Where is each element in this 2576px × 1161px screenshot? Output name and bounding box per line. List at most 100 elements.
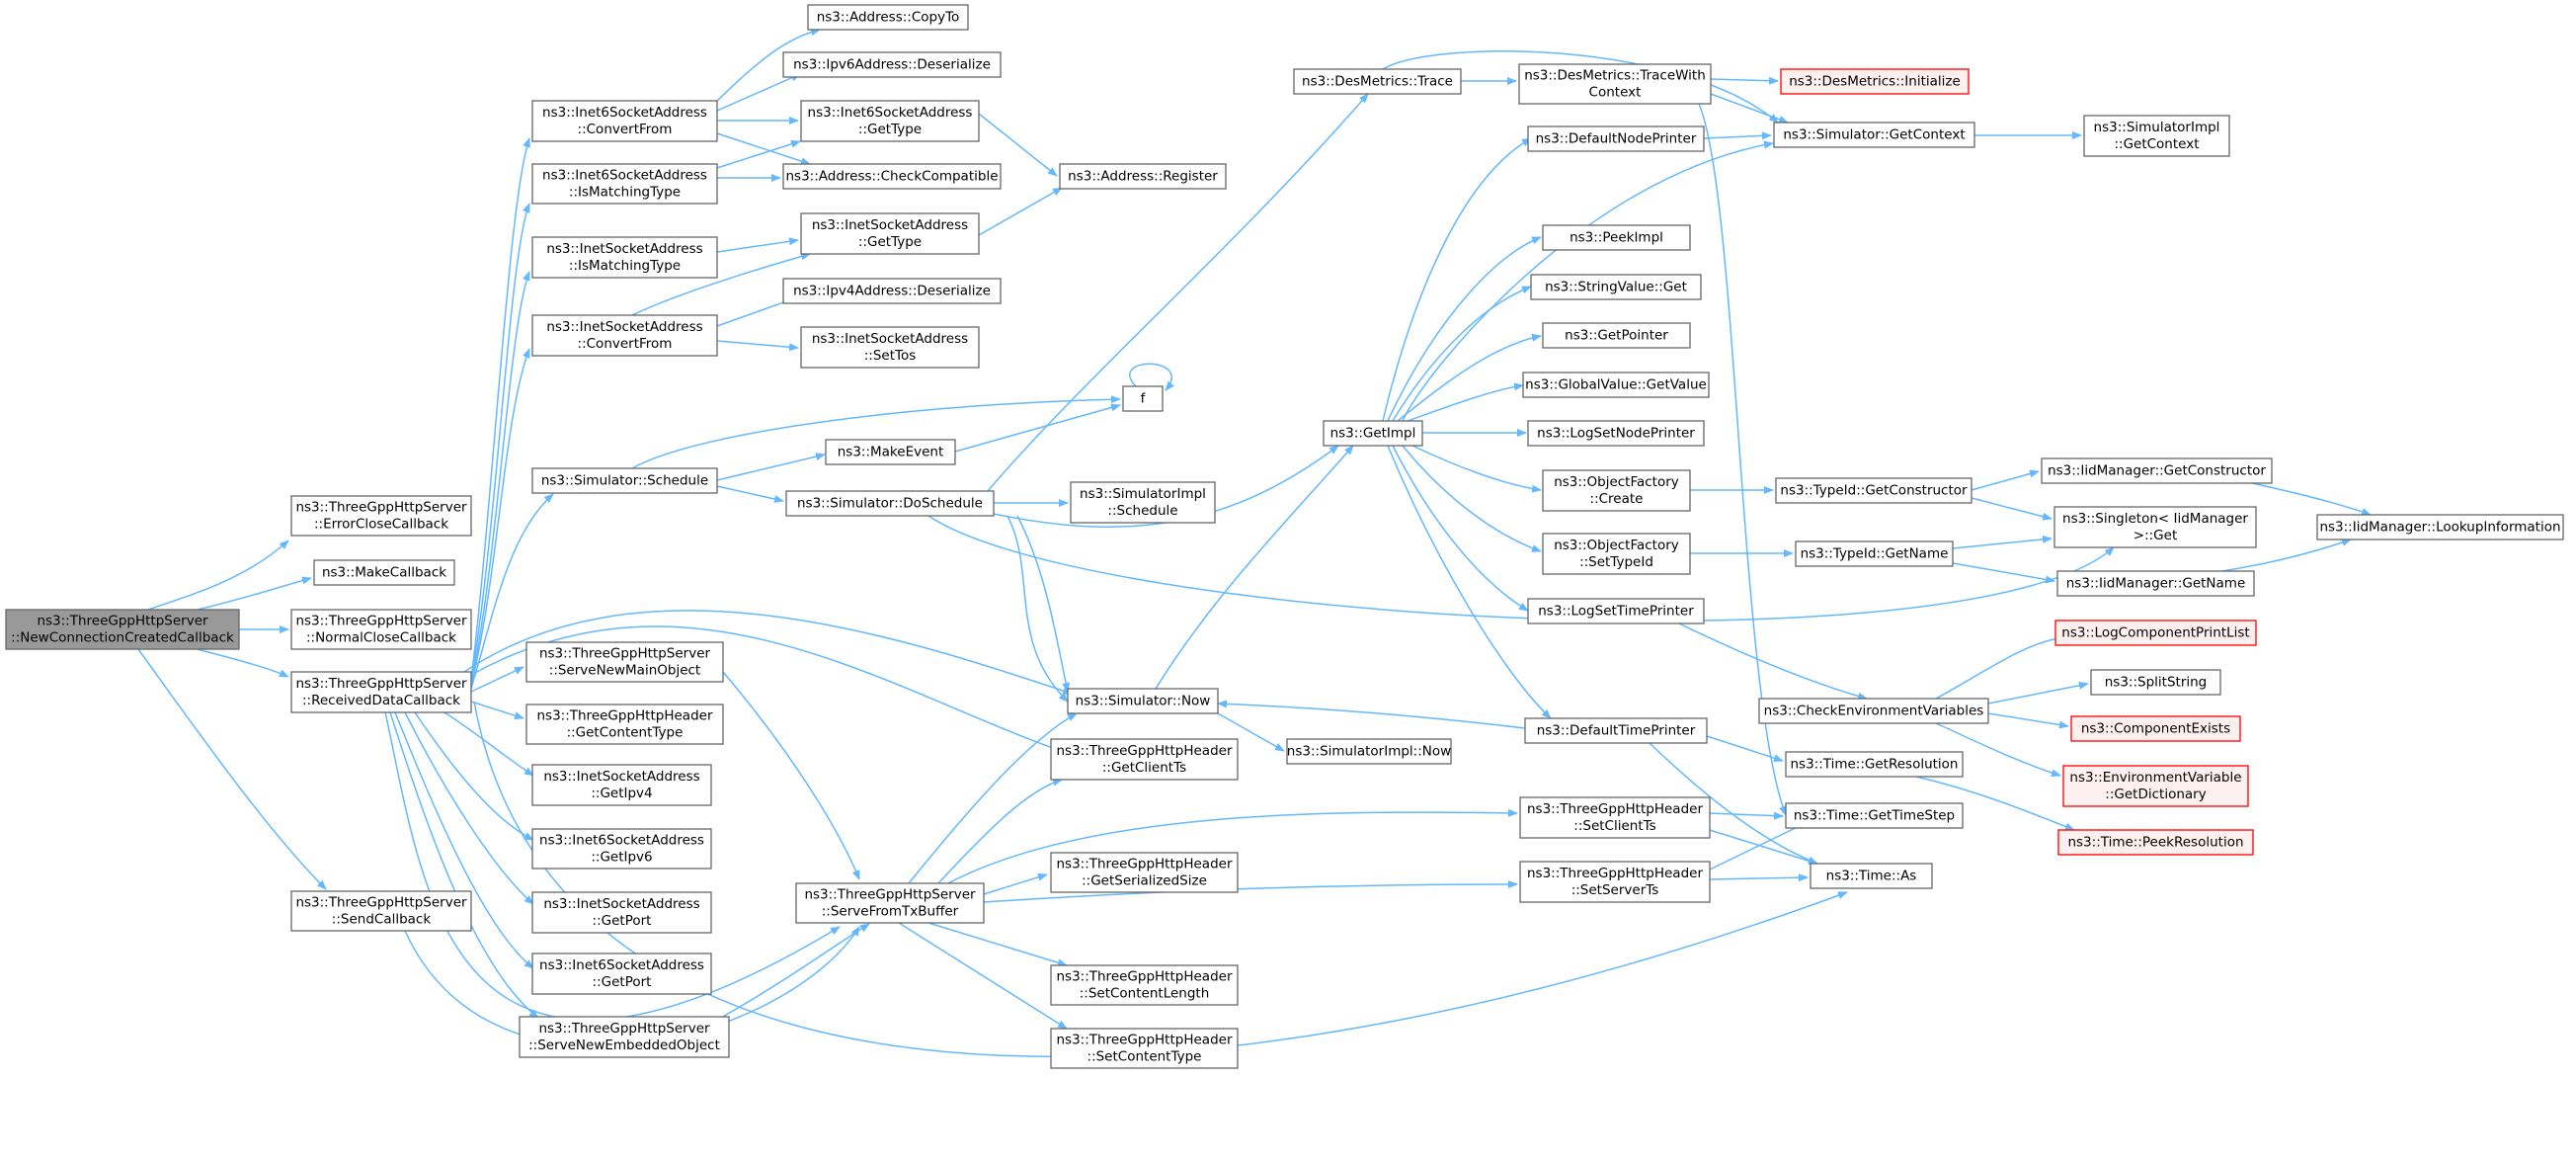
node-getpointer[interactable]: ns3::GetPointer xyxy=(1542,322,1691,349)
node-timegetstep[interactable]: ns3::Time::GetTimeStep xyxy=(1785,802,1964,829)
call-edge-to-timegetstep xyxy=(1709,811,1784,820)
node-setcontenttype[interactable]: ns3::ThreeGppHttpHeader::SetContentType xyxy=(1050,1028,1239,1069)
node-servefromtx[interactable]: ns3::ThreeGppHttpServer::ServeFromTxBuff… xyxy=(795,882,985,924)
call-edge-to-simsched xyxy=(470,493,554,690)
node-envvardict[interactable]: ns3::EnvironmentVariable::GetDictionary xyxy=(2062,765,2249,807)
node-box xyxy=(2090,669,2221,696)
node-serveembedded[interactable]: ns3::ThreeGppHttpServer::ServeNewEmbedde… xyxy=(519,1016,730,1058)
node-getipv4[interactable]: ns3::InetSocketAddress::GetIpv4 xyxy=(531,764,712,806)
node-normclose[interactable]: ns3::ThreeGppHttpServer::NormalCloseCall… xyxy=(290,609,472,650)
call-edge-to-iidmgrgetname xyxy=(1952,562,2055,584)
node-desmtrace[interactable]: ns3::DesMetrics::Trace xyxy=(1293,68,1462,95)
node-objfactsettype[interactable]: ns3::ObjectFactory::SetTypeId xyxy=(1542,533,1691,575)
node-label: ns3::IidManager::LookupInformation xyxy=(2319,520,2560,536)
node-box xyxy=(290,609,472,650)
node-logcomplist[interactable]: ns3::LogComponentPrintList xyxy=(2054,620,2257,646)
node-globalvalget[interactable]: ns3::GlobalValue::GetValue xyxy=(1522,372,1710,398)
node-logsettime[interactable]: ns3::LogSetTimePrinter xyxy=(1527,598,1705,624)
node-iconvert[interactable]: ns3::InetSocketAddress::ConvertFrom xyxy=(531,314,718,357)
node-iidmgrgetctor[interactable]: ns3::IidManager::GetConstructor xyxy=(2041,457,2273,484)
node-desminit[interactable]: ns3::DesMetrics::Initialize xyxy=(1780,68,1970,95)
node-recvdata[interactable]: ns3::ThreeGppHttpServer::ReceivedDataCal… xyxy=(290,671,472,713)
node-simgetctx[interactable]: ns3::Simulator::GetContext xyxy=(1773,122,1975,148)
node-getipv6[interactable]: ns3::Inet6SocketAddress::GetIpv6 xyxy=(531,828,712,870)
node-simnow[interactable]: ns3::Simulator::Now xyxy=(1067,688,1219,714)
node-label: ns3::ThreeGppHttpHeader xyxy=(1056,857,1232,872)
node-ipv4deser[interactable]: ns3::Ipv4Address::Deserialize xyxy=(782,278,1002,304)
node-f[interactable]: f xyxy=(1122,385,1164,412)
node-splitstring[interactable]: ns3::SplitString xyxy=(2090,669,2221,696)
node-label: ns3::ThreeGppHttpServer xyxy=(295,676,467,692)
node-label: ns3::Singleton< IidManager xyxy=(2062,511,2248,527)
node-getcontenttype[interactable]: ns3::ThreeGppHttpHeader::GetContentType xyxy=(525,704,724,745)
node-timeas[interactable]: ns3::Time::As xyxy=(1810,863,1933,889)
node-strvalget[interactable]: ns3::StringValue::Get xyxy=(1530,274,1702,300)
node-addrcheck[interactable]: ns3::Address::CheckCompatible xyxy=(782,163,1002,190)
node-igetport[interactable]: ns3::InetSocketAddress::GetPort xyxy=(531,891,712,934)
node-doschedule[interactable]: ns3::Simulator::DoSchedule xyxy=(785,490,995,517)
node-label: ::GetIpv4 xyxy=(591,786,652,801)
node-label: ns3::DesMetrics::TraceWith xyxy=(1524,68,1706,84)
node-peekimpl[interactable]: ns3::PeekImpl xyxy=(1542,224,1691,251)
node-servemain[interactable]: ns3::ThreeGppHttpServer::ServeNewMainObj… xyxy=(525,641,724,683)
node-errclose[interactable]: ns3::ThreeGppHttpServer::ErrorCloseCallb… xyxy=(290,495,472,537)
node-label: ns3::InetSocketAddress xyxy=(543,769,699,785)
node-makecb[interactable]: ns3::MakeCallback xyxy=(313,559,455,586)
node-iidmgrgetname[interactable]: ns3::IidManager::GetName xyxy=(2056,570,2255,597)
node-setcontentlen[interactable]: ns3::ThreeGppHttpHeader::SetContentLengt… xyxy=(1050,964,1239,1006)
call-edge-to-igettype xyxy=(716,237,799,253)
call-edge-to-simgetctx xyxy=(1402,140,1774,422)
node-deftimeprinter[interactable]: ns3::DefaultTimePrinter xyxy=(1524,717,1708,744)
node-box xyxy=(1050,1028,1239,1069)
node-box xyxy=(1810,863,1933,889)
node-isettos[interactable]: ns3::InetSocketAddress::SetTos xyxy=(800,326,980,369)
call-edge-to-servefromtx xyxy=(722,671,860,880)
node-simsched[interactable]: ns3::Simulator::Schedule xyxy=(531,467,718,494)
node-i6getport[interactable]: ns3::Inet6SocketAddress::GetPort xyxy=(531,953,712,995)
node-i6convert[interactable]: ns3::Inet6SocketAddress::ConvertFrom xyxy=(531,100,718,142)
node-timepeekres[interactable]: ns3::Time::PeekResolution xyxy=(2057,829,2254,856)
node-typeidgetname[interactable]: ns3::TypeId::GetName xyxy=(1795,540,1954,567)
node-timegetres[interactable]: ns3::Time::GetResolution xyxy=(1785,751,1964,778)
node-singletonget[interactable]: ns3::Singleton< IidManager>::Get xyxy=(2053,506,2257,548)
node-typeidgetctor[interactable]: ns3::TypeId::GetConstructor xyxy=(1775,477,1972,504)
node-getclientts[interactable]: ns3::ThreeGppHttpHeader::GetClientTs xyxy=(1050,738,1239,781)
call-edge-to-servemain xyxy=(470,666,524,693)
node-simimplgetctx[interactable]: ns3::SimulatorImpl::GetContext xyxy=(2083,115,2230,157)
node-addrreg[interactable]: ns3::Address::Register xyxy=(1059,163,1227,190)
node-setclientts[interactable]: ns3::ThreeGppHttpHeader::SetClientTs xyxy=(1519,796,1711,839)
call-edge-to-peekimpl xyxy=(1387,236,1542,422)
node-label: ns3::IidManager::GetName xyxy=(2066,576,2246,592)
node-addrcopyto[interactable]: ns3::Address::CopyTo xyxy=(807,4,969,31)
node-makeevent[interactable]: ns3::MakeEvent xyxy=(825,439,956,465)
node-simimplsched[interactable]: ns3::SimulatorImpl::Schedule xyxy=(1070,481,1216,524)
call-edge-to-iidlookup xyxy=(2251,482,2372,516)
node-label: ::SetClientTs xyxy=(1573,818,1655,834)
node-defnodeprinter[interactable]: ns3::DefaultNodePrinter xyxy=(1527,125,1705,152)
node-i6match[interactable]: ns3::Inet6SocketAddress::IsMatchingType xyxy=(531,163,718,205)
node-getserialized[interactable]: ns3::ThreeGppHttpHeader::GetSerializedSi… xyxy=(1050,852,1239,893)
node-box xyxy=(531,467,718,494)
node-label: ns3::SimulatorImpl::Now xyxy=(1287,744,1451,760)
node-setserverts[interactable]: ns3::ThreeGppHttpHeader::SetServerTs xyxy=(1519,861,1711,903)
call-edge-to-getserialized xyxy=(983,872,1048,895)
node-getimpl[interactable]: ns3::GetImpl xyxy=(1323,420,1423,447)
node-box xyxy=(2316,514,2564,540)
node-iidlookup[interactable]: ns3::IidManager::LookupInformation xyxy=(2316,514,2564,540)
node-label: ns3::SplitString xyxy=(2105,675,2208,691)
node-igettype[interactable]: ns3::InetSocketAddress::GetType xyxy=(800,212,980,255)
node-ipv6deser[interactable]: ns3::Ipv6Address::Deserialize xyxy=(782,51,1002,78)
node-box xyxy=(1795,540,1954,567)
node-objfactcreate[interactable]: ns3::ObjectFactory::Create xyxy=(1542,469,1691,512)
node-simimplnow[interactable]: ns3::SimulatorImpl::Now xyxy=(1286,738,1452,765)
node-i6gettype[interactable]: ns3::Inet6SocketAddress::GetType xyxy=(800,100,980,142)
node-logsetnode[interactable]: ns3::LogSetNodePrinter xyxy=(1527,420,1705,447)
node-root[interactable]: ns3::ThreeGppHttpServer::NewConnectionCr… xyxy=(5,609,240,650)
node-sendcb[interactable]: ns3::ThreeGppHttpServer::SendCallback xyxy=(290,890,472,932)
node-box xyxy=(531,953,712,995)
call-edge-to-timeas xyxy=(1709,829,1818,866)
node-imatch[interactable]: ns3::InetSocketAddress::IsMatchingType xyxy=(531,236,718,279)
node-compexists[interactable]: ns3::ComponentExists xyxy=(2070,715,2241,742)
node-checkenv[interactable]: ns3::CheckEnvironmentVariables xyxy=(1758,698,1989,724)
